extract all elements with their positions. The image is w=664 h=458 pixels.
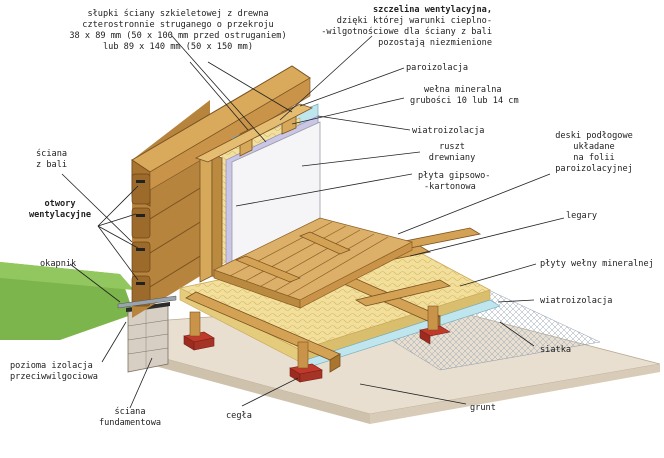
label-sciana-fundamentowa-line-1: ściana [114,406,145,417]
label-sciana-z-bali: ściana z bali [36,148,67,170]
label-otwory-line-2: wentylacyjne [29,210,91,220]
label-sciana-fundamentowa-line-2: fundamentowa [99,418,161,428]
label-szczelina-title: szczelina wentylacyjna, [373,4,492,15]
label-sciana-z-bali-line-1: ściana [36,148,67,159]
label-wiatroizolacja-top: wiatroizolacja [412,126,484,136]
label-slupki-line-3: 38 x 89 mm (50 x 100 mm przed ostruganie… [69,31,286,41]
label-welna-line-1: wełna mineralna [424,85,502,95]
label-slupki-line-1: słupki ściany szkieletowej z drewna [87,8,268,19]
label-szczelina-line-1: dzięki której warunki cieplno- [337,15,492,26]
label-ruszt-line-2: drewniany [429,153,476,163]
label-slupki: słupki ściany szkieletowej z drewna czte… [69,8,286,52]
label-okapnik: okapnik [40,259,77,269]
label-siatka: siatka [540,345,571,355]
log-wall [131,65,311,318]
label-pozioma-line-2: przeciwwilgociowa [10,372,98,382]
label-deski: deski podłogowe układane na folii paroiz… [555,131,633,174]
label-otwory: otwory wentylacyjne [29,199,91,220]
label-wiatroizolacja-right: wiatroizolacja [540,296,612,306]
label-plyta-line-2: -kartonowa [424,182,476,192]
label-slupki-line-4: lub 89 x 140 mm (50 x 150 mm) [103,42,253,52]
floor-structure [178,217,501,383]
vent-openings [136,180,145,285]
label-deski-line-1: deski podłogowe [555,131,633,141]
label-slupki-line-2: czterostronnie struganego o przekroju [82,20,273,30]
drip-edge [117,295,177,309]
label-otwory-line-1: otwory [44,199,75,209]
label-paroizolacja: paroizolacja [406,63,468,73]
label-welna: wełna mineralna grubości 10 lub 14 cm [410,85,519,106]
label-legary: legary [566,211,597,221]
label-szczelina: szczelina wentylacyjna, dzięki której wa… [321,4,492,48]
label-deski-line-3: na folii [573,153,614,163]
leader-lines [61,35,565,409]
label-plyta: płyta gipsowo- -kartonowa [418,171,490,192]
label-welna-line-2: grubości 10 lub 14 cm [410,95,519,106]
label-pozioma-line-1: pozioma izolacja [10,361,93,371]
label-sciana-fundamentowa: ściana fundamentowa [99,406,161,428]
grass-area [0,262,134,340]
label-pozioma: pozioma izolacja przeciwwilgociowa [10,361,98,382]
label-cegla: cegła [226,411,252,421]
label-grunt: grunt [470,403,496,413]
label-ruszt: ruszt drewniany [429,142,476,163]
label-szczelina-line-2: -wilgotnościowe dla ściany z bali [321,26,492,37]
label-deski-line-2: układane [573,142,614,152]
label-plyty-welny: płyty wełny mineralnej [540,259,654,269]
label-szczelina-line-3: pozostają niezmienione [378,38,492,48]
label-ruszt-line-1: ruszt [439,142,465,152]
label-sciana-z-bali-line-2: z bali [36,160,67,170]
label-deski-line-4: paroizolacyjnej [555,164,633,174]
label-plyta-line-1: płyta gipsowo- [418,171,490,181]
